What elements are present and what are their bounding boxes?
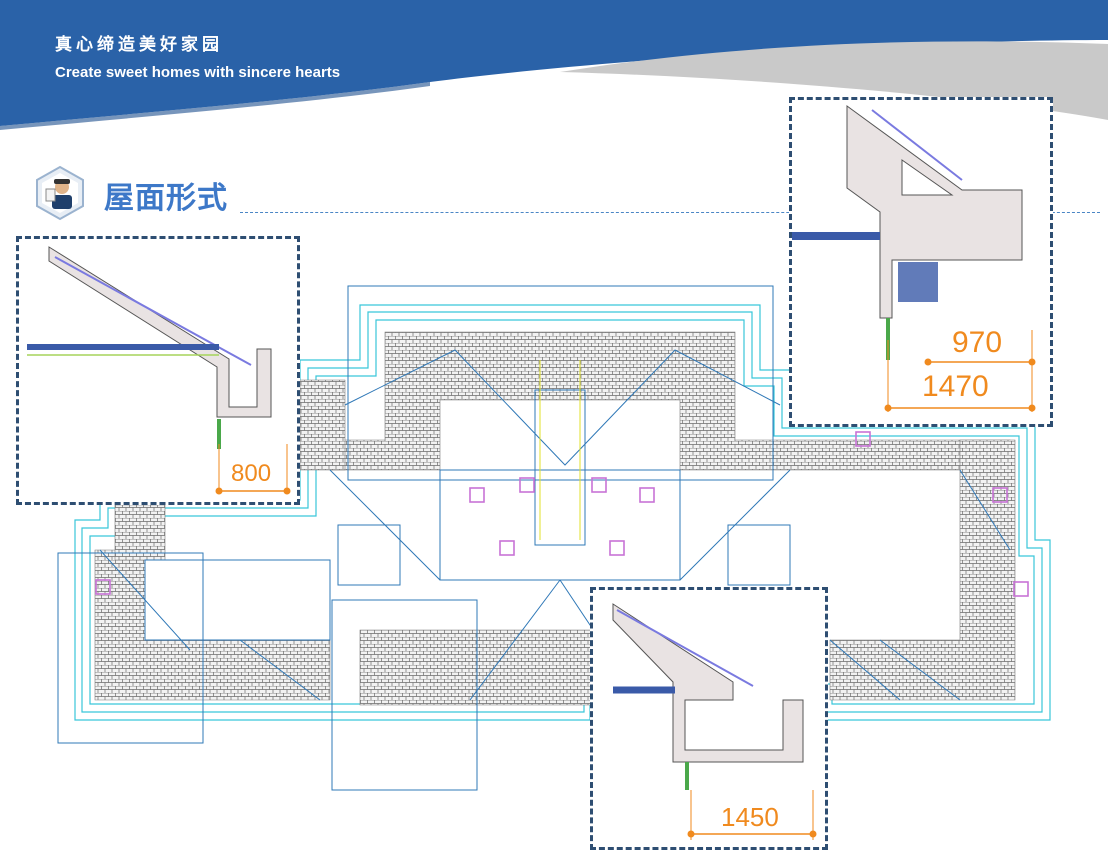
section-heading: 屋面形式 bbox=[32, 165, 292, 221]
engineer-avatar-icon bbox=[36, 165, 84, 221]
dimension-label-970: 970 bbox=[952, 326, 1003, 359]
detail-frame-top-right: 970 1470 bbox=[789, 97, 1053, 427]
dashed-guide-line bbox=[240, 212, 1100, 213]
detail-frame-left: 800 bbox=[16, 236, 300, 505]
eave-section-drawing-top-right bbox=[792, 105, 1036, 412]
detail-frame-bottom: 1450 bbox=[590, 587, 828, 850]
eave-section-drawing-bottom bbox=[612, 603, 817, 840]
section-title: 屋面形式 bbox=[104, 181, 228, 216]
dimension-label-800: 800 bbox=[231, 460, 272, 487]
eave-section-drawing-left bbox=[27, 246, 291, 495]
slogan-english: Create sweet homes with sincere hearts bbox=[55, 64, 341, 81]
slogan-chinese: 真心缔造美好家园 bbox=[55, 35, 223, 55]
dimension-label-1450: 1450 bbox=[721, 802, 779, 832]
dimension-label-1470: 1470 bbox=[922, 370, 989, 403]
